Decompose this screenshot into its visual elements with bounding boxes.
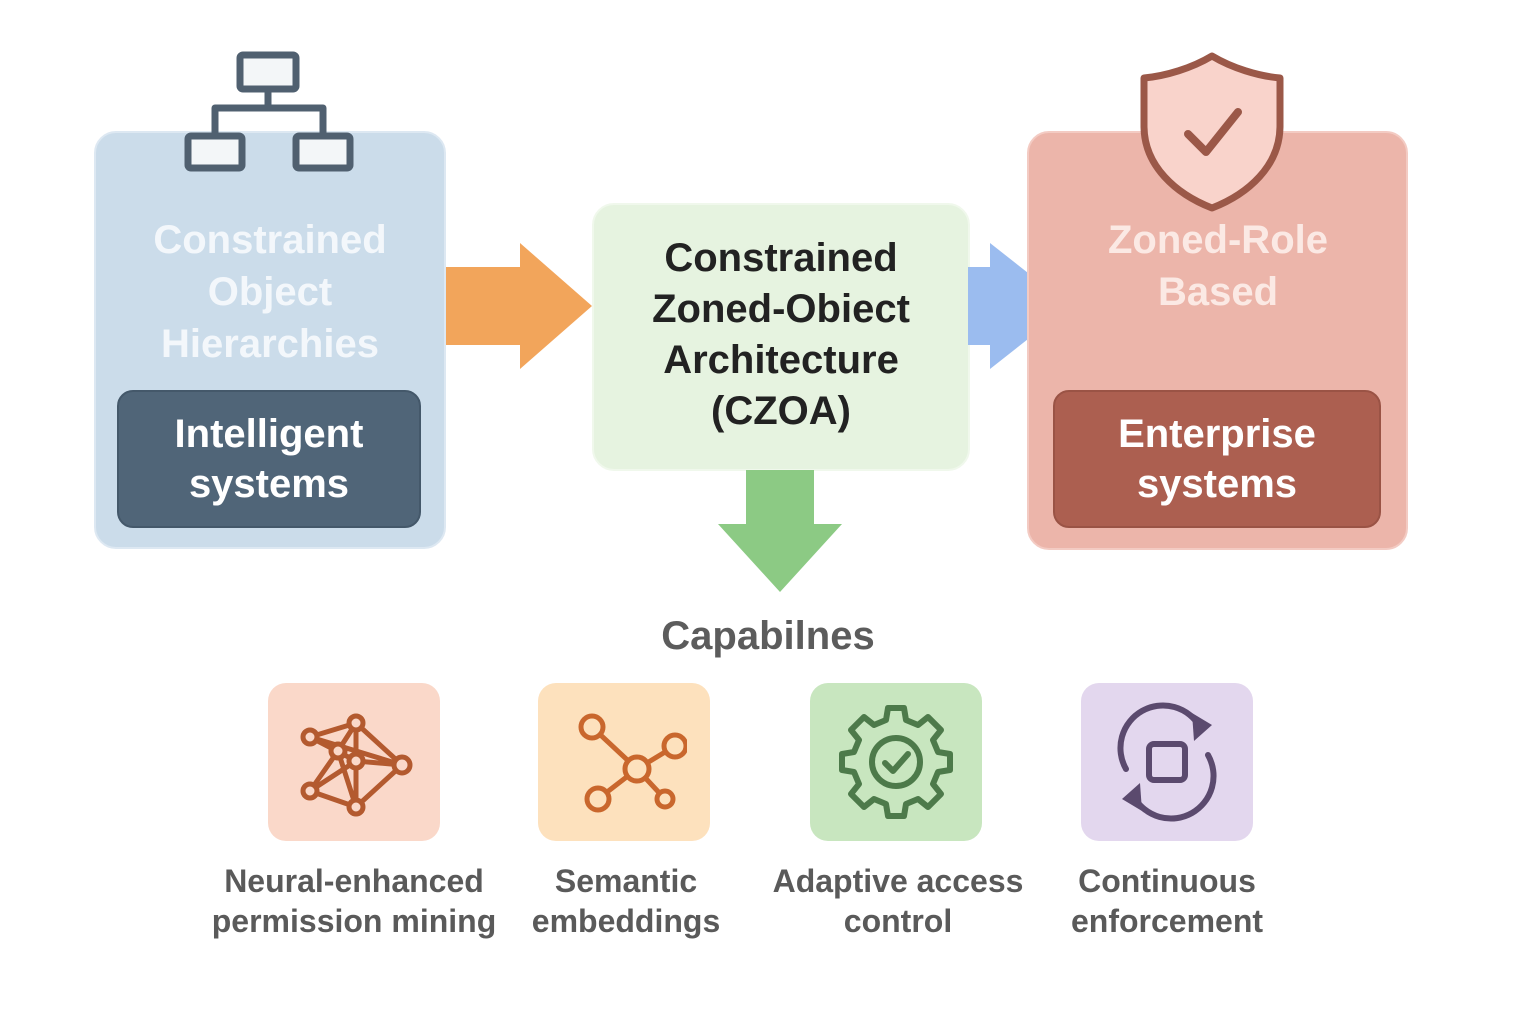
capabilities-heading: Capabilnes [661, 614, 875, 658]
arrow-right-blue [968, 243, 1070, 369]
zoned-role-title: Zoned-Role Based [1108, 218, 1328, 314]
cycle-arrows-icon [1117, 702, 1217, 822]
shield-check-icon [1140, 52, 1284, 212]
capability-label-adaptive: Adaptive access control [772, 863, 1024, 939]
czoa-box [592, 203, 970, 471]
capability-tile-continuous [1081, 683, 1253, 841]
intelligent-systems-badge: Intelligent systems [117, 390, 421, 528]
enterprise-systems-badge: Enterprise systems [1053, 390, 1381, 528]
czoa-title: Constrained Zoned-Obiect Architecture (C… [652, 236, 910, 433]
capability-label-continuous: Continuous enforcement [1070, 863, 1264, 939]
capability-label-neural: Neural-enhanced permission mining [211, 863, 497, 939]
arrow-down-green [718, 470, 842, 592]
arrow-right-orange [446, 243, 592, 369]
molecule-nodes-icon [578, 713, 687, 813]
capability-tile-neural [268, 683, 440, 841]
gear-check-icon [839, 705, 953, 819]
capability-label-semantic: Semantic embeddings [531, 863, 721, 939]
neural-network-icon [300, 713, 413, 817]
hierarchies-title: Constrained Object Hierarchies [153, 218, 387, 366]
capability-tile-adaptive [810, 683, 982, 841]
capability-tile-semantic [538, 683, 710, 841]
hierarchy-icon [184, 51, 354, 172]
